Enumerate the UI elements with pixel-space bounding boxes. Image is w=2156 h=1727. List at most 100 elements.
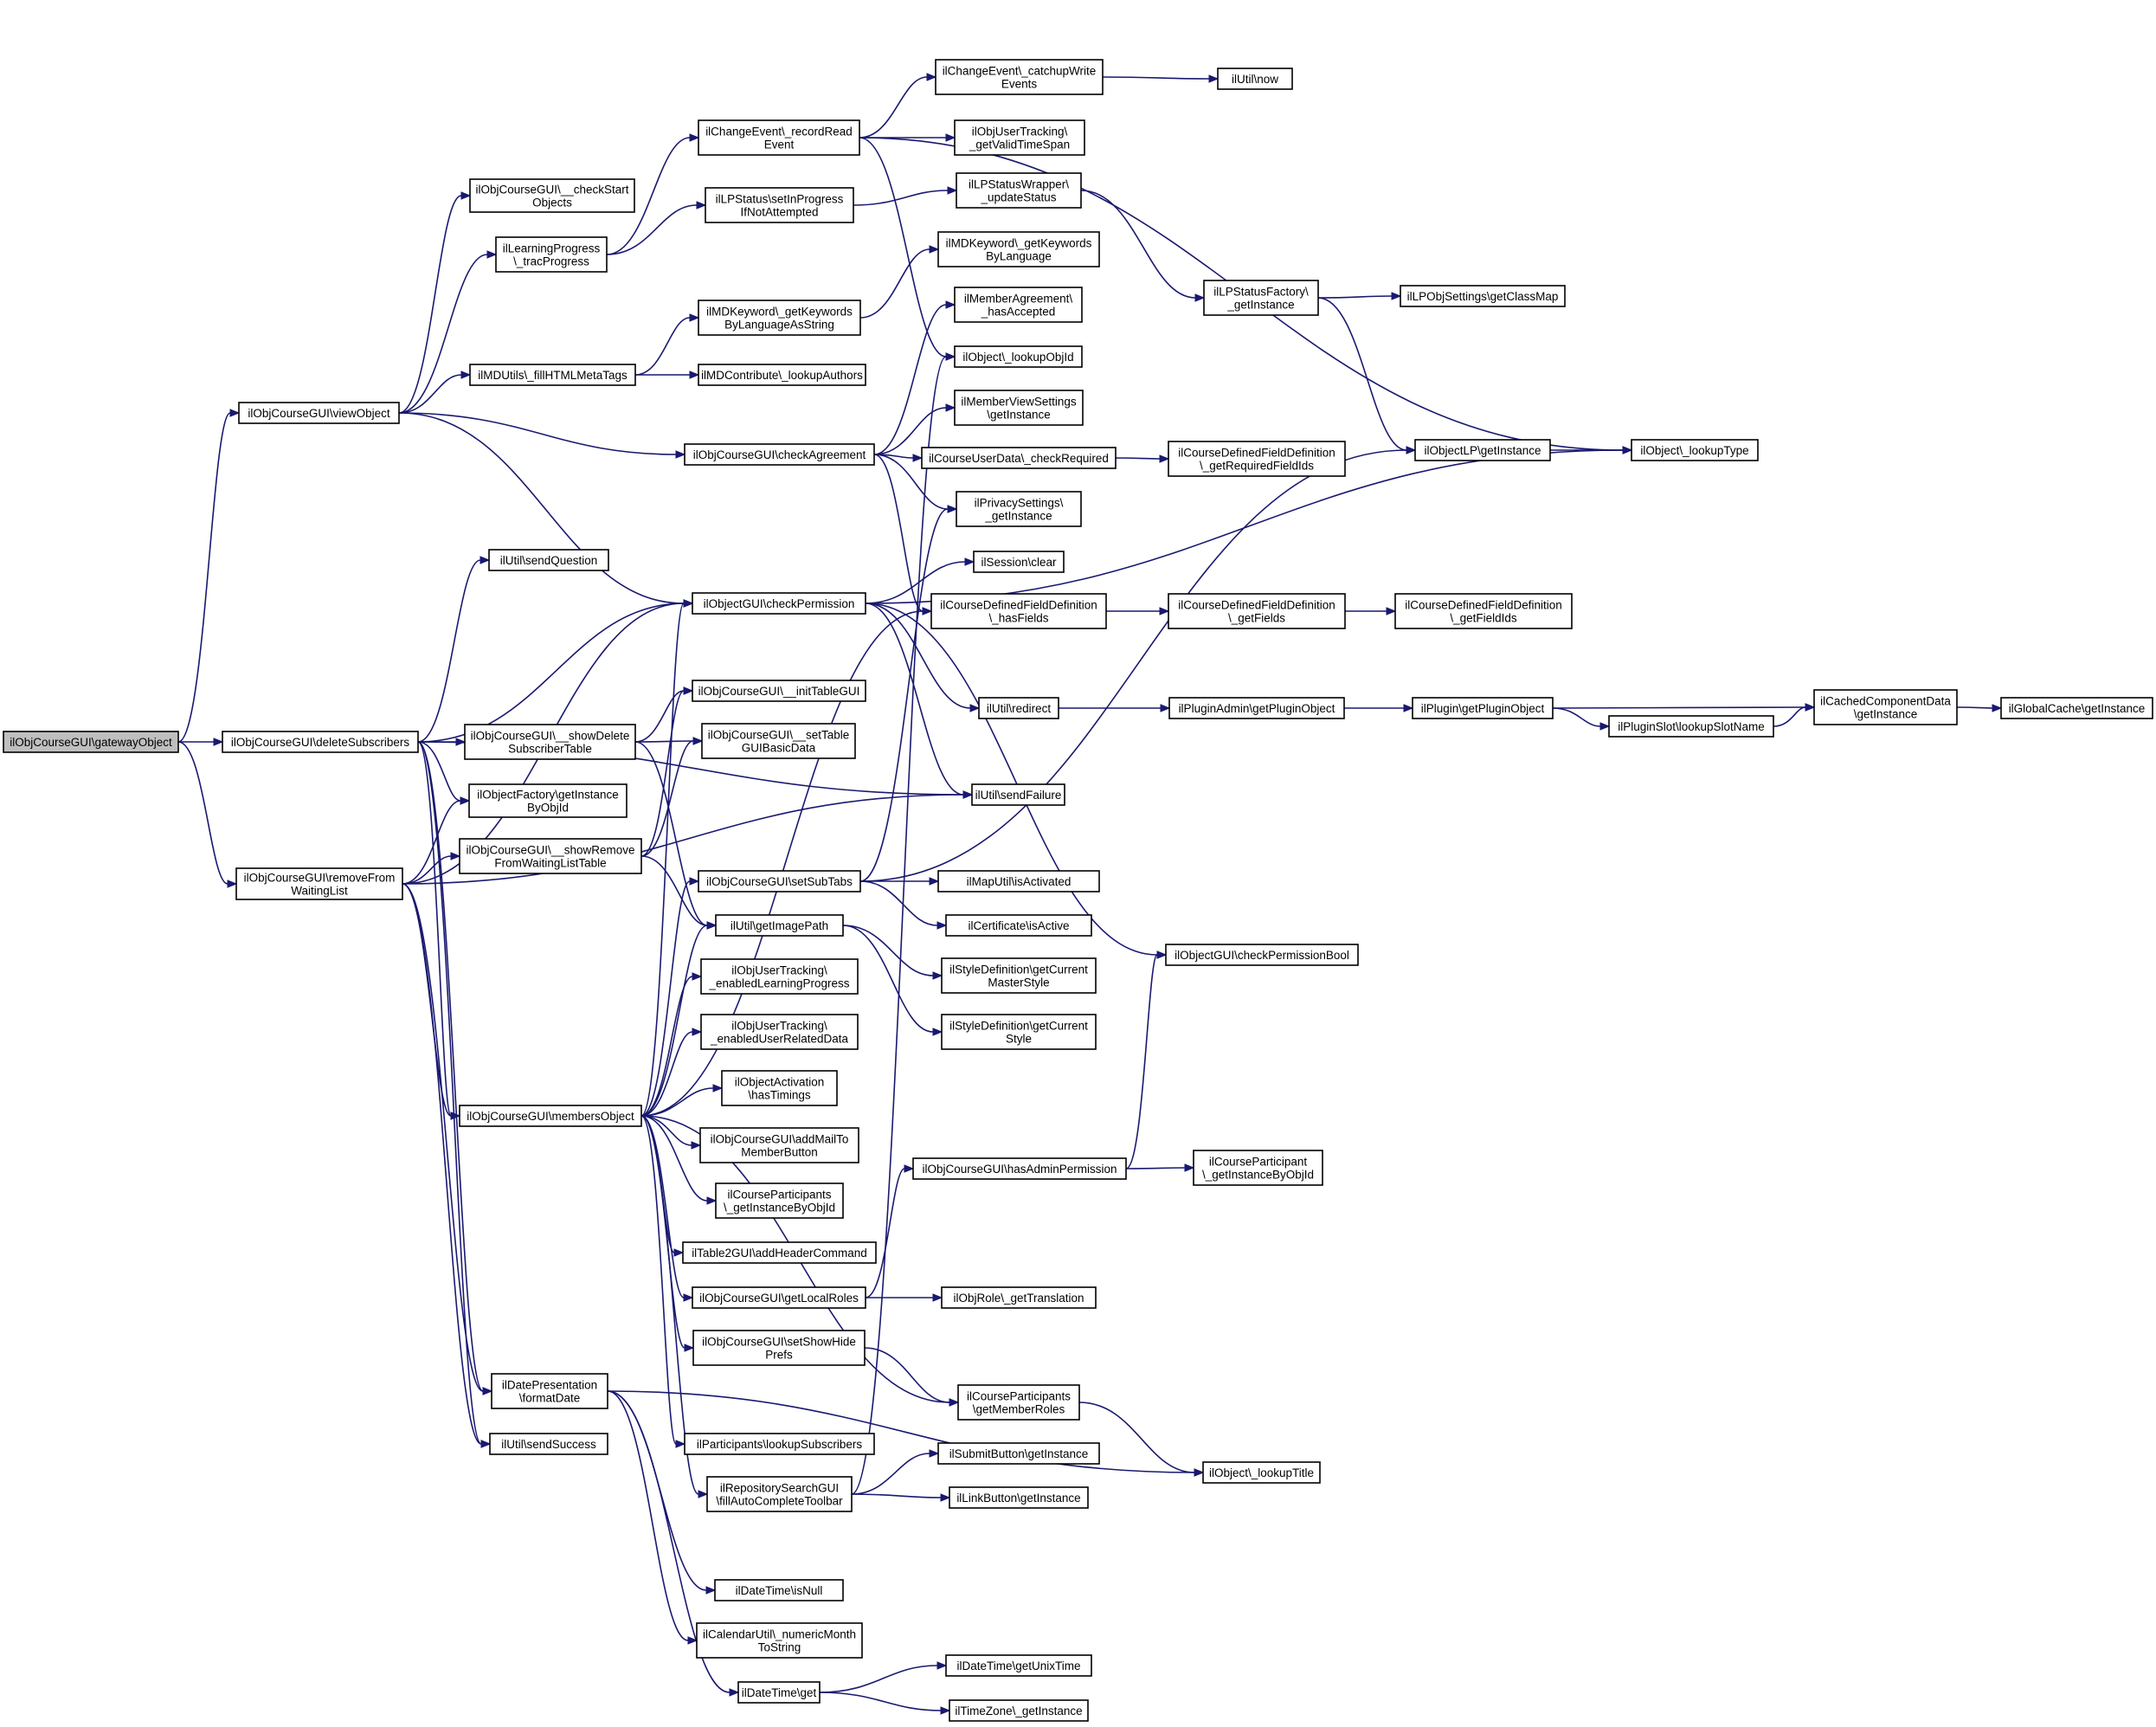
node-plugin[interactable]: ilPlugin\getPluginObject: [1412, 697, 1554, 719]
node-enabledURD[interactable]: ilObjUserTracking\_enabledUserRelatedDat…: [700, 1014, 859, 1050]
node-mapUtil[interactable]: ilMapUtil\isActivated: [937, 870, 1100, 892]
edge-dtGet-to-unixTime: [819, 1661, 948, 1693]
node-mdFill[interactable]: ilMDUtils\_fillHTMLMetaTags: [469, 364, 636, 386]
node-pluginSlot[interactable]: ilPluginSlot\lookupSlotName: [1608, 715, 1774, 738]
node-label: ilCourseParticipant: [1209, 1156, 1308, 1169]
node-viewObject[interactable]: ilObjCourseGUI\viewObject: [238, 402, 400, 424]
node-repoSearch[interactable]: ilRepositorySearchGUI\fillAutoCompleteTo…: [706, 1476, 853, 1512]
node-linkBtn[interactable]: ilLinkButton\getInstance: [949, 1486, 1089, 1509]
node-lookupSubs[interactable]: ilParticipants\lookupSubscribers: [684, 1433, 875, 1455]
node-lookupType[interactable]: ilObject\_lookupType: [1631, 439, 1759, 461]
node-memberView[interactable]: ilMemberViewSettings\getInstance: [954, 390, 1084, 426]
node-cachedComp[interactable]: ilCachedComponentData\getInstance: [1813, 689, 1958, 725]
node-label: ilCourseUserData\_checkRequired: [929, 452, 1109, 465]
node-label: ilGlobalCache\getInstance: [2009, 702, 2146, 715]
node-setSubTabs[interactable]: ilObjCourseGUI\setSubTabs: [698, 870, 861, 892]
node-mdContrib[interactable]: ilMDContribute\_lookupAuthors: [698, 364, 866, 386]
node-cpInstance[interactable]: ilCourseParticipants\_getInstanceByObjId: [715, 1182, 844, 1219]
node-sendFailure[interactable]: ilUtil\sendFailure: [971, 783, 1065, 806]
node-redirect[interactable]: ilUtil\redirect: [978, 697, 1059, 719]
node-utilNow[interactable]: ilUtil\now: [1217, 68, 1293, 90]
edge-cachedComp-to-globalCache: [1956, 704, 2003, 712]
node-checkPerm[interactable]: ilObjectGUI\checkPermission: [692, 592, 866, 615]
node-sendQuestion[interactable]: ilUtil\sendQuestion: [488, 549, 609, 571]
node-cdfHas[interactable]: ilCourseDefinedFieldDefinition\_hasField…: [930, 593, 1107, 629]
node-label: ilObjCourseGUI\removeFrom: [244, 872, 396, 885]
node-label: ilLPObjSettings\getClassMap: [1407, 290, 1559, 303]
node-mdKwStr[interactable]: ilMDKeyword\_getKeywordsByLanguageAsStri…: [698, 300, 861, 336]
edge-setSubTabs-to-objectLP: [859, 446, 1417, 882]
node-hasTimings[interactable]: ilObjectActivation\hasTimings: [721, 1070, 838, 1106]
node-globalCache[interactable]: ilGlobalCache\getInstance: [2000, 697, 2153, 719]
edge-root-to-deleteSubs: [177, 738, 224, 746]
node-initTable[interactable]: ilObjCourseGUI\__initTableGUI: [692, 680, 866, 702]
edge-localRoles-to-hasAdmin: [865, 1164, 915, 1298]
node-showRemove[interactable]: ilObjCourseGUI\__showRemoveFromWaitingLi…: [459, 838, 642, 874]
node-cdfReq[interactable]: ilCourseDefinedFieldDefinition\_getRequi…: [1168, 441, 1346, 477]
node-privacy[interactable]: ilPrivacySettings\_getInstance: [956, 491, 1082, 527]
node-objRole[interactable]: ilObjRole\_getTranslation: [941, 1286, 1097, 1309]
node-dtIsNull[interactable]: ilDateTime\isNull: [714, 1579, 844, 1601]
node-box: [1412, 697, 1554, 719]
node-datePres[interactable]: ilDatePresentation\formatDate: [491, 1373, 608, 1409]
node-permBool[interactable]: ilObjectGUI\checkPermissionBool: [1165, 944, 1359, 966]
node-session[interactable]: ilSession\clear: [973, 551, 1065, 573]
edge-membersObj-to-checkPerm: [640, 599, 694, 1117]
node-cpRoles[interactable]: ilCourseParticipants\getMemberRoles: [957, 1384, 1080, 1421]
node-box: [937, 1442, 1100, 1465]
node-label: ilObjUserTracking\: [731, 964, 827, 977]
node-deleteSubs[interactable]: ilObjCourseGUI\deleteSubscribers: [222, 731, 419, 753]
node-cud[interactable]: ilCourseUserData\_checkRequired: [921, 447, 1117, 469]
node-submitBtn[interactable]: ilSubmitButton\getInstance: [937, 1442, 1100, 1465]
node-sendSuccess[interactable]: ilUtil\sendSuccess: [489, 1433, 608, 1455]
node-membersObj[interactable]: ilObjCourseGUI\membersObject: [459, 1105, 642, 1127]
node-label: ilStyleDefinition\getCurrent: [949, 963, 1088, 976]
node-objectLP[interactable]: ilObjectLP\getInstance: [1414, 439, 1551, 461]
node-memberAgree[interactable]: ilMemberAgreement\_hasAccepted: [954, 287, 1083, 323]
node-label: ilObject\_lookupTitle: [1209, 1466, 1314, 1479]
node-dtGet[interactable]: ilDateTime\get: [737, 1681, 821, 1704]
node-lpFactory[interactable]: ilLPStatusFactory\_getInstance: [1203, 280, 1319, 316]
node-label: _enabledLearningProgress: [708, 977, 849, 990]
node-lookupObjId[interactable]: ilObject\_lookupObjId: [954, 345, 1083, 368]
node-root[interactable]: ilObjCourseGUI\gatewayObject: [3, 731, 179, 753]
node-box: [715, 914, 844, 937]
node-showDelete[interactable]: ilObjCourseGUI\__showDeleteSubscriberTab…: [464, 724, 636, 760]
node-courseParticipant[interactable]: ilCourseParticipant\_getInstanceByObjId: [1193, 1150, 1323, 1186]
node-lookupTitle[interactable]: ilObject\_lookupTitle: [1202, 1461, 1321, 1484]
node-lpTrac[interactable]: ilLearningProgress\_tracProgress: [495, 236, 608, 273]
node-label: ilObjCourseGUI\membersObject: [467, 1110, 634, 1123]
node-localRoles[interactable]: ilObjCourseGUI\getLocalRoles: [692, 1286, 866, 1309]
node-enabledLP[interactable]: ilObjUserTracking\_enabledLearningProgre…: [700, 958, 859, 995]
node-hasAdmin[interactable]: ilObjCourseGUI\hasAdminPermission: [912, 1157, 1127, 1180]
node-validTime[interactable]: ilObjUserTracking\_getValidTimeSpan: [954, 119, 1085, 156]
node-lpObjSettings[interactable]: ilLPObjSettings\getClassMap: [1400, 285, 1566, 307]
node-label: ByLanguage: [986, 250, 1052, 263]
node-cdfGet[interactable]: ilCourseDefinedFieldDefinition\_getField…: [1168, 593, 1346, 629]
node-pluginAdmin[interactable]: ilPluginAdmin\getPluginObject: [1168, 697, 1345, 719]
node-certificate[interactable]: ilCertificate\isActive: [945, 914, 1092, 937]
node-factory[interactable]: ilObjectFactory\getInstanceByObjId: [468, 783, 627, 818]
node-lpWrapper[interactable]: ilLPStatusWrapper\_updateStatus: [956, 172, 1082, 209]
node-table2[interactable]: ilTable2GUI\addHeaderCommand: [682, 1241, 877, 1264]
node-unixTime[interactable]: ilDateTime\getUnixTime: [945, 1654, 1092, 1677]
node-timeZone[interactable]: ilTimeZone\_getInstance: [949, 1699, 1089, 1722]
edge-membersObj-to-repoSearch: [640, 1115, 709, 1498]
node-getImagePath[interactable]: ilUtil\getImagePath: [715, 914, 844, 937]
edge-lpFactory-to-lpObjSettings: [1317, 292, 1402, 300]
node-label: ilPlugin\getPluginObject: [1421, 702, 1545, 715]
node-cdfIds[interactable]: ilCourseDefinedFieldDefinition\_getField…: [1394, 593, 1573, 629]
node-checkAgree[interactable]: ilObjCourseGUI\checkAgreement: [684, 443, 875, 466]
